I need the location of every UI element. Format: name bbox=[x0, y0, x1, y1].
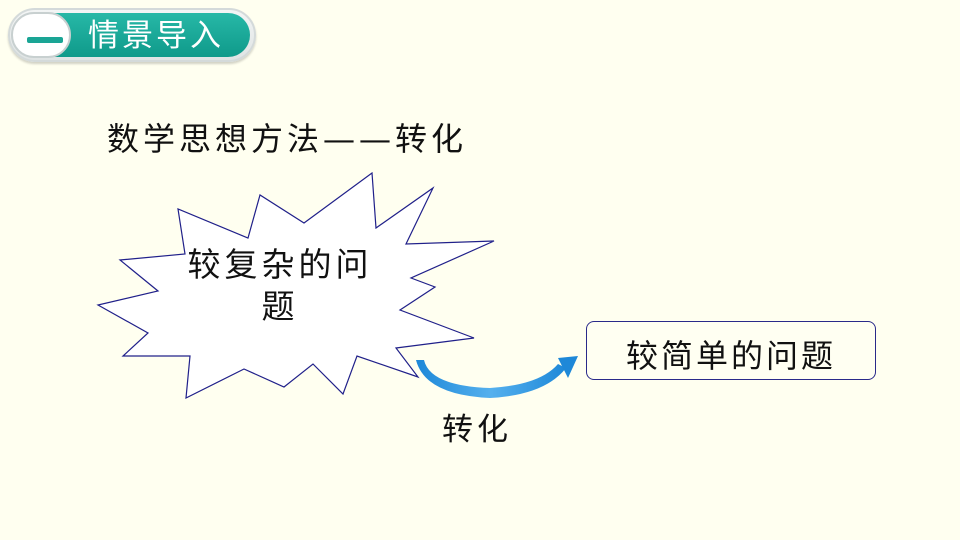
complex-problem-label: 较复杂的问题 bbox=[187, 245, 373, 326]
slide-subtitle: 数学思想方法——转化 bbox=[107, 120, 468, 158]
simple-problem-label: 较简单的问题 bbox=[625, 337, 836, 375]
dash-number-icon bbox=[27, 37, 63, 43]
section-title: 情景导入 bbox=[88, 18, 224, 54]
section-number-badge bbox=[11, 12, 71, 58]
transform-arrow bbox=[416, 360, 566, 398]
simple-problem-box: 较简单的问题 bbox=[586, 321, 876, 380]
transform-label: 转化 bbox=[442, 412, 512, 448]
complex-problem-burst bbox=[96, 171, 495, 400]
arrow-head-icon bbox=[558, 356, 578, 378]
section-header: 情景导入 bbox=[8, 8, 256, 64]
